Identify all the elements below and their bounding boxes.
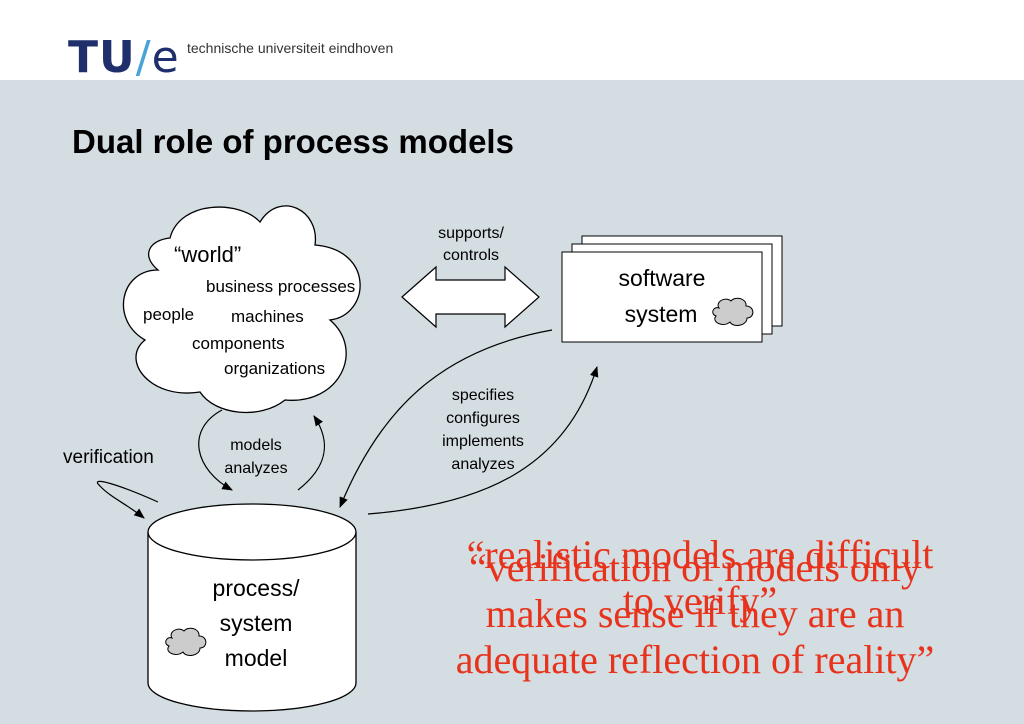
slide-title: Dual role of process models — [72, 123, 514, 160]
tue-logo: TU/e — [68, 32, 180, 83]
model-cylinder-top — [147, 503, 357, 561]
quote-verification-of-models: “verification of models only makes sense… — [400, 545, 990, 683]
model-label-model: model — [224, 645, 288, 671]
analyzes-arrow — [297, 415, 326, 491]
model-label-process: process/ — [212, 575, 300, 601]
quote-realistic-models: “realistic models are difficult to verif… — [410, 532, 990, 624]
model-to-software-arrow — [367, 365, 599, 515]
cloud-icon — [165, 627, 207, 656]
label-analyzes-right: analyzes — [451, 456, 515, 473]
verification-arrow — [97, 480, 159, 519]
world-item-machines: machines — [231, 307, 304, 326]
label-verification: verification — [63, 447, 154, 468]
world-cloud-shape — [122, 205, 361, 414]
label-controls: controls — [442, 247, 500, 264]
quote-2-line-3: adequate reflection of reality” — [455, 637, 935, 682]
models-arrow — [198, 409, 233, 491]
header-bar — [0, 0, 1024, 80]
cloud-icon — [712, 297, 754, 326]
label-configures: configures — [446, 410, 520, 427]
quote-1-line-2: to verify” — [622, 578, 778, 623]
label-models: models — [230, 437, 282, 454]
model-cylinder-body — [147, 532, 357, 712]
quote-2-line-1: “verification of models only — [468, 545, 922, 590]
software-label: software — [618, 265, 706, 291]
software-box-front — [561, 251, 763, 343]
world-title: “world” — [174, 242, 242, 267]
label-supports: supports/ — [438, 225, 504, 242]
model-label-system: system — [219, 610, 293, 636]
quote-1-line-1: “realistic models are difficult — [466, 532, 934, 577]
software-to-model-arrow — [339, 329, 553, 508]
quote-2-line-2: makes sense if they are an — [485, 591, 905, 636]
world-item-people: people — [143, 305, 195, 324]
world-item-business-processes: business processes — [206, 277, 356, 296]
double-arrow-shape — [401, 265, 540, 329]
label-implements: implements — [442, 433, 524, 450]
world-item-organizations: organizations — [224, 359, 326, 378]
system-label: system — [624, 301, 698, 327]
world-item-components: components — [192, 334, 285, 353]
label-specifies: specifies — [451, 387, 515, 404]
university-tagline: technische universiteit eindhoven — [187, 40, 394, 56]
label-analyzes-left: analyzes — [224, 460, 288, 477]
